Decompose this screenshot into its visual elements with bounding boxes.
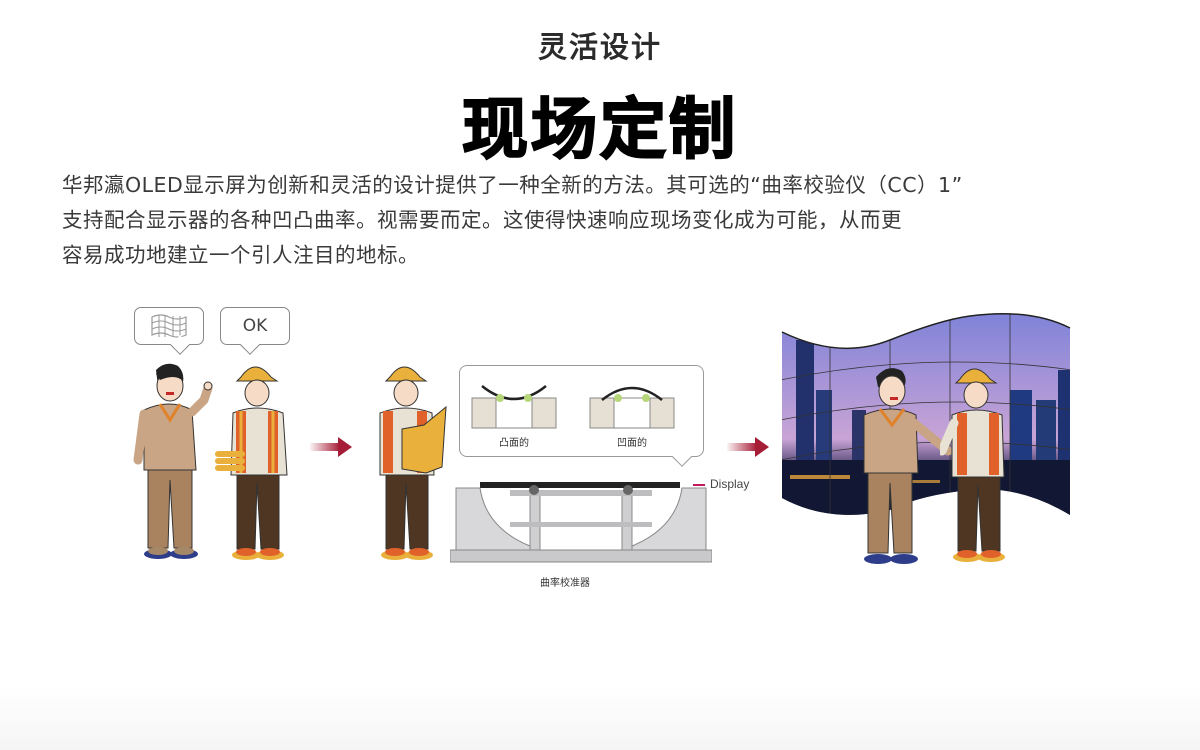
curved-oled-wall: [781, 312, 1071, 516]
client-handshake-figure: [863, 368, 952, 564]
process-illustration: OK: [0, 295, 1200, 595]
engineer-handshake-figure: [940, 368, 1005, 562]
speech-bubble-client: [134, 307, 204, 355]
page-title: 现场定制: [461, 90, 738, 169]
engineer-with-plan-figure: [379, 366, 447, 560]
description: 华邦瀛OLED显示屏为创新和灵活的设计提供了一种全新的方法。其可选的“曲率校验仪…: [62, 168, 1162, 273]
section-subtitle: 灵活设计: [537, 30, 662, 64]
description-line: 支持配合显示器的各种凹凸曲率。视需要而定。这使得快速响应现场变化成为可能，从而更: [62, 208, 902, 232]
description-line: 华邦瀛OLED显示屏为创新和灵活的设计提供了一种全新的方法。其可选的“曲率校验仪…: [62, 173, 963, 197]
curvature-calibrator-machine: [450, 482, 712, 563]
arrow-right-icon: [727, 437, 771, 457]
description-line: 容易成功地建立一个引人注目的地标。: [62, 243, 419, 267]
ok-text: OK: [242, 316, 268, 336]
display-label: Display: [693, 477, 749, 491]
curvature-callout: 凸面的 凹面的: [459, 365, 704, 467]
speech-bubble-engineer: OK: [220, 307, 290, 355]
concave-diagram: [589, 386, 675, 429]
client-figure: [133, 363, 213, 559]
curved-grid-icon: [151, 314, 187, 338]
engineer-figure: [215, 366, 288, 560]
concave-label: 凹面的: [617, 438, 647, 449]
calibrator-label: 曲率校准器: [540, 578, 590, 589]
convex-diagram: [471, 385, 557, 429]
convex-label: 凸面的: [499, 438, 529, 449]
arrow-right-icon: [310, 437, 354, 457]
